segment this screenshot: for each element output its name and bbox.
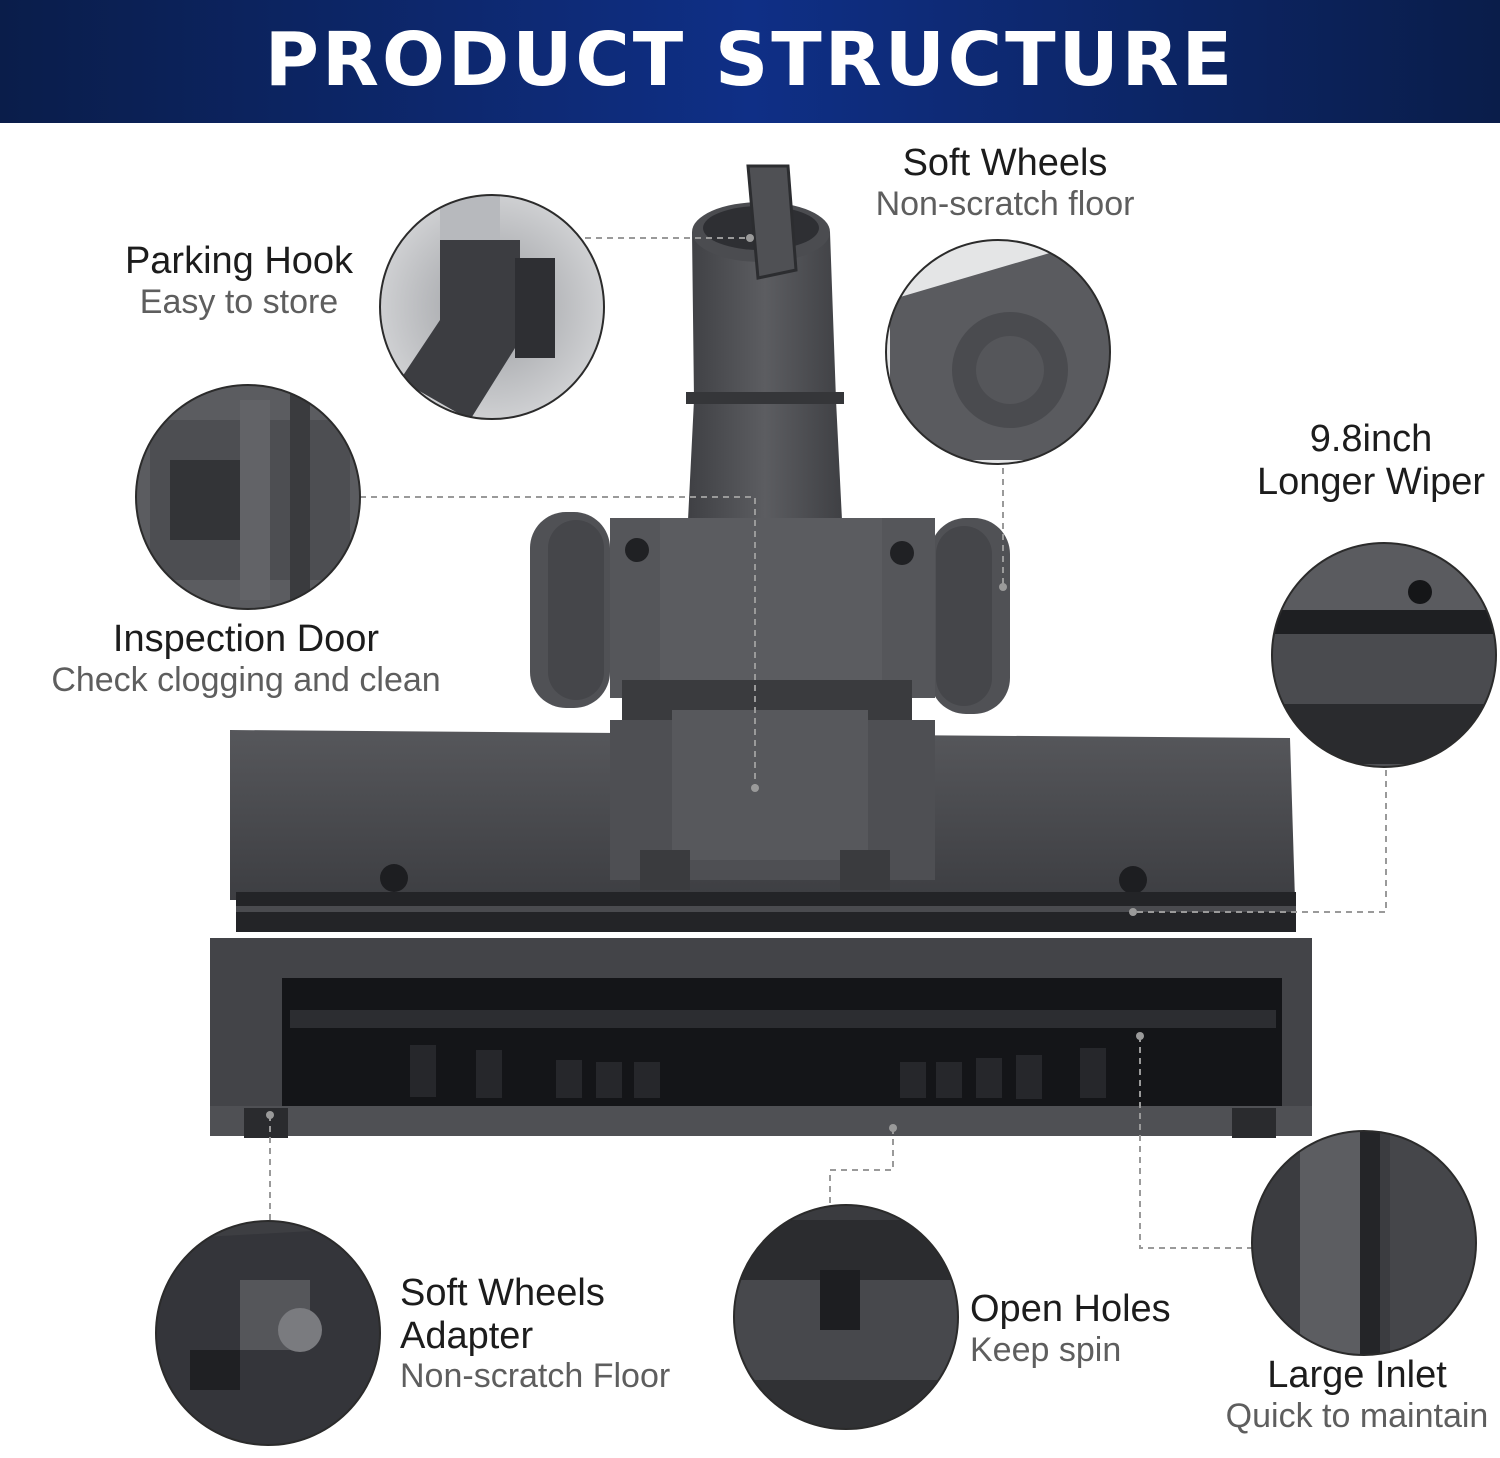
large-inlet-label: Large Inlet Quick to maintain [1212,1354,1500,1435]
soft-wheels-label: Soft Wheels Non-scratch floor [860,142,1150,223]
wiper-label: 9.8inch Longer Wiper [1240,418,1500,503]
soft-wheels-subtitle: Non-scratch floor [875,184,1135,223]
soft-wheels-adapter-label: Soft Wheels Adapter Non-scratch Floor [400,1272,700,1395]
callout-lines [269,237,1387,1249]
parking-hook-detail-image [379,194,605,420]
inspection-door-title: Inspection Door [112,618,380,660]
page-title: PRODUCT STRUCTURE [264,16,1236,103]
wiper-title-line2: Longer Wiper [1256,460,1486,503]
inspection-door-subtitle: Check clogging and clean [51,660,441,699]
large-inlet-title: Large Inlet [1267,1354,1447,1396]
open-holes-subtitle: Keep spin [970,1330,1122,1369]
parking-hook-label: Parking Hook Easy to store [110,240,368,321]
soft-wheels-adapter-title-line1: Soft Wheels [400,1272,605,1314]
parking-hook-title: Parking Hook [124,240,354,282]
open-holes-detail-image [733,1204,959,1430]
soft-wheels-adapter-subtitle: Non-scratch Floor [400,1357,671,1396]
large-inlet-detail-image [1251,1130,1477,1356]
large-inlet-subtitle: Quick to maintain [1225,1396,1489,1435]
inspection-door-detail-image [135,384,361,610]
soft-wheels-adapter-title-line2: Adapter [400,1314,534,1357]
header-banner: PRODUCT STRUCTURE [0,0,1500,123]
wiper-title-line1: 9.8inch [1309,418,1433,460]
open-holes-title: Open Holes [970,1288,1171,1330]
inspection-door-label: Inspection Door Check clogging and clean [30,618,462,699]
wiper-detail-image [1271,542,1497,768]
parking-hook-subtitle: Easy to store [139,282,339,321]
soft-wheels-detail-image [885,239,1111,465]
vacuum-head [210,164,1312,1138]
soft-wheels-title: Soft Wheels [902,142,1108,184]
soft-wheels-adapter-detail-image [155,1220,381,1446]
open-holes-label: Open Holes Keep spin [970,1288,1200,1369]
